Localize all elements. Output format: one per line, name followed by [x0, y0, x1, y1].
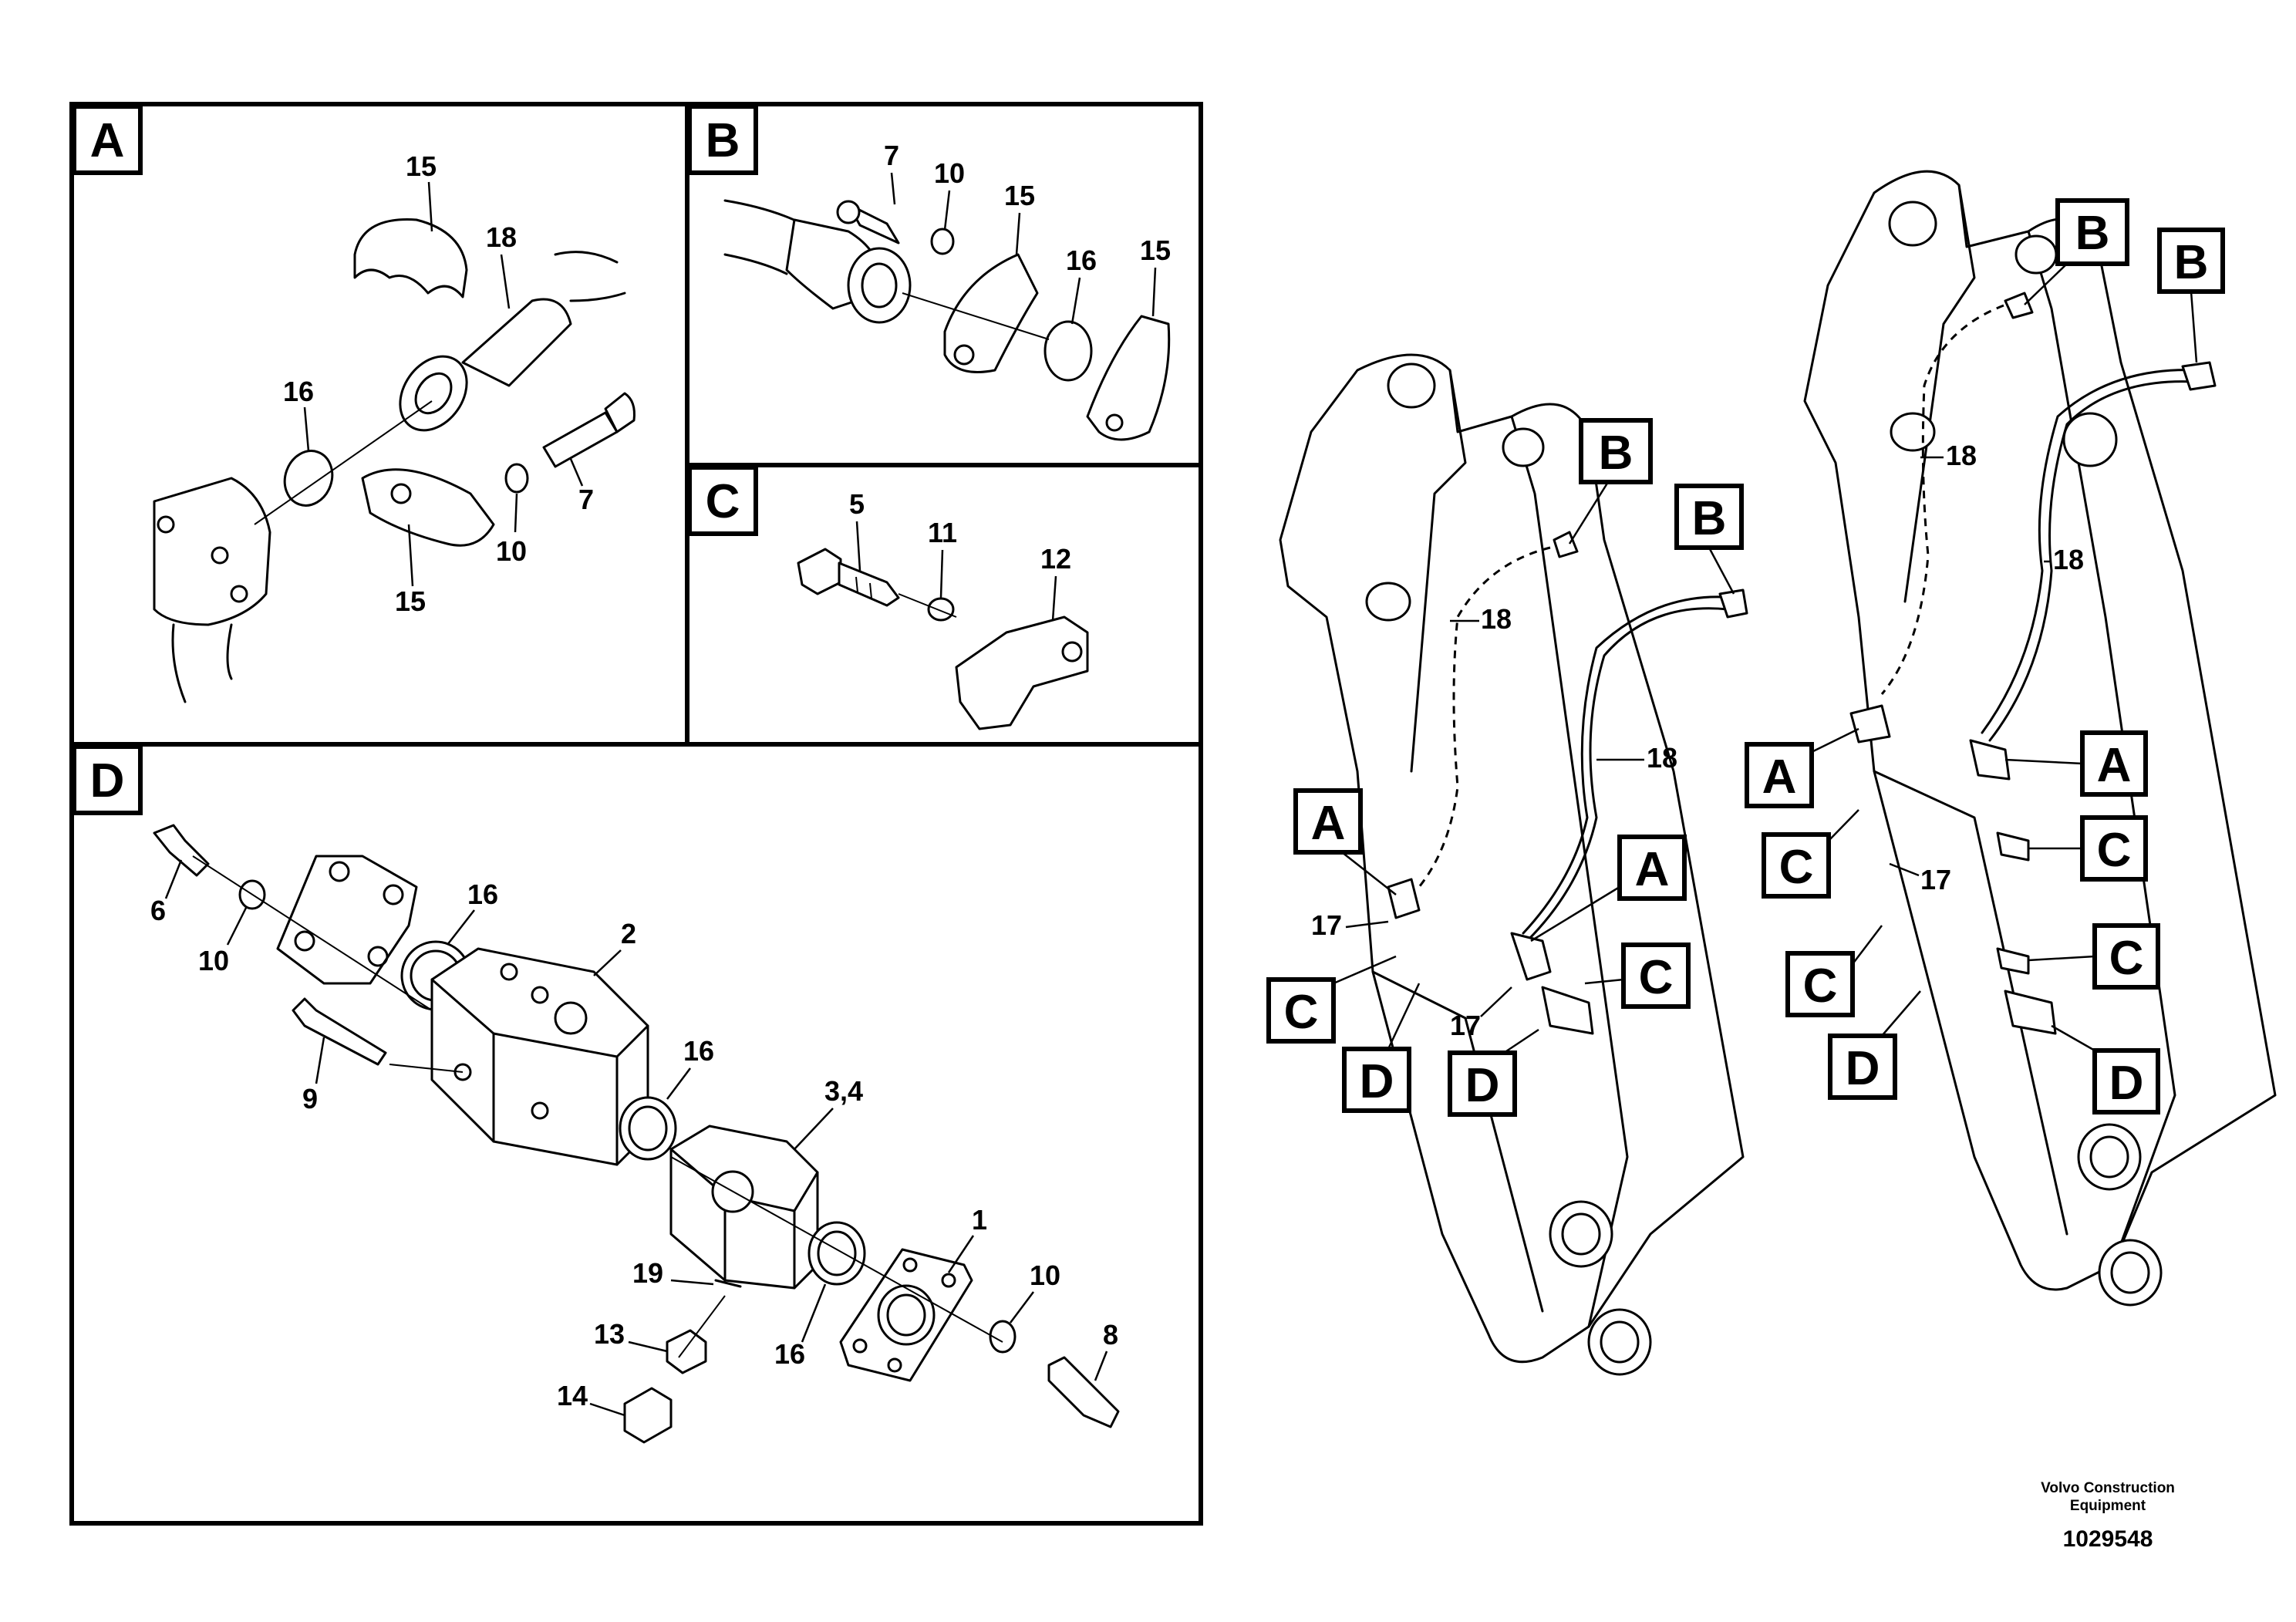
svg-text:D: D [2109, 1057, 2144, 1110]
marker-c-right-3: C [1785, 951, 1855, 1017]
drawing-number: 1029548 [2063, 1526, 2153, 1552]
marker-b-left-2: B [1674, 484, 1744, 550]
marker-b-left-1: B [1579, 418, 1653, 484]
svg-text:B: B [1692, 492, 1727, 545]
callout-a-10: 10 [496, 535, 527, 567]
marker-b-right-2: B [2157, 228, 2225, 294]
svg-text:D: D [90, 754, 125, 808]
brand-line-2: Equipment [2070, 1498, 2146, 1514]
callout-d-1: 1 [972, 1204, 987, 1236]
marker-c-right-2: C [2080, 815, 2148, 882]
callout-right-18-dashed: 18 [1946, 440, 1977, 471]
marker-d-left-1: D [1342, 1047, 1411, 1113]
callout-d-3-4: 3,4 [824, 1075, 863, 1107]
callout-left-17-b: 17 [1450, 1010, 1481, 1041]
marker-a-right-1: A [1745, 742, 1814, 808]
marker-c-left-1: C [1266, 977, 1336, 1044]
callout-b-15-left: 15 [1004, 180, 1035, 211]
svg-text:C: C [706, 475, 740, 528]
panel-a: A 15 18 16 7 10 [72, 104, 636, 703]
marker-c-right-4: C [2092, 923, 2160, 990]
svg-text:B: B [2075, 207, 2110, 260]
callout-left-18-dashed: 18 [1481, 603, 1512, 635]
panel-frames [69, 102, 1203, 1526]
panel-b-label: B [687, 104, 758, 175]
callout-a-7: 7 [578, 484, 594, 515]
marker-c-right-1: C [1762, 832, 1831, 899]
panel-b: B 7 10 15 16 15 [687, 104, 1171, 441]
callout-a-18: 18 [486, 221, 517, 253]
marker-a-right-2: A [2080, 730, 2148, 797]
footer: Volvo Construction Equipment 1029548 [2041, 1480, 2175, 1552]
callout-d-2: 2 [621, 918, 636, 949]
brand-line-1: Volvo Construction [2041, 1480, 2175, 1496]
callout-a-15-top: 15 [406, 150, 437, 182]
svg-text:D: D [1360, 1055, 1394, 1108]
callout-d-19: 19 [632, 1257, 663, 1289]
panel-d: D [72, 744, 1120, 1444]
callout-d-8: 8 [1103, 1319, 1118, 1351]
callout-d-14: 14 [557, 1380, 588, 1411]
svg-text:A: A [1311, 797, 1346, 850]
svg-text:A: A [1635, 843, 1670, 896]
callout-right-17: 17 [1920, 864, 1951, 895]
callout-d-6: 6 [150, 895, 166, 926]
callout-b-15-right: 15 [1140, 234, 1171, 266]
callout-d-9: 9 [302, 1083, 318, 1114]
panel-d-label: D [72, 744, 143, 815]
callout-d-10-bottom: 10 [1030, 1259, 1060, 1291]
callout-d-13: 13 [594, 1318, 625, 1350]
callout-a-16: 16 [283, 376, 314, 407]
callout-left-17-a: 17 [1311, 909, 1342, 941]
svg-text:B: B [706, 114, 740, 167]
boom-right: B B A A C C C [1745, 170, 2277, 1307]
callout-d-16-mid: 16 [683, 1035, 714, 1067]
panel-c-label: C [687, 465, 758, 536]
marker-d-right-1: D [1828, 1034, 1897, 1100]
callout-a-15-bottom: 15 [395, 585, 426, 617]
marker-b-right-1: B [2055, 198, 2129, 266]
svg-text:A: A [90, 114, 125, 167]
marker-a-left-2: A [1617, 835, 1687, 901]
svg-text:B: B [1599, 427, 1633, 480]
callout-right-18-solid: 18 [2053, 544, 2084, 575]
svg-text:C: C [1284, 986, 1319, 1039]
svg-text:C: C [2109, 932, 2144, 985]
svg-text:A: A [2097, 739, 2132, 792]
svg-text:D: D [1465, 1059, 1500, 1112]
callout-c-11: 11 [928, 517, 957, 548]
callout-b-10: 10 [934, 157, 965, 189]
panel-a-label: A [72, 104, 143, 175]
svg-text:A: A [1762, 750, 1797, 804]
svg-text:D: D [1846, 1042, 1880, 1095]
svg-text:C: C [2097, 824, 2132, 877]
panel-c: C 5 11 12 [687, 465, 1089, 730]
callout-b-16: 16 [1066, 244, 1097, 276]
marker-d-right-2: D [2092, 1048, 2160, 1114]
callout-left-18-solid: 18 [1647, 742, 1677, 774]
callout-b-7: 7 [884, 140, 899, 171]
callout-c-12: 12 [1040, 543, 1071, 575]
callout-d-16-top: 16 [467, 878, 498, 910]
callout-d-10-top: 10 [198, 945, 229, 976]
svg-text:C: C [1779, 841, 1814, 894]
svg-text:C: C [1803, 959, 1838, 1013]
marker-d-left-2: D [1448, 1050, 1517, 1117]
callout-c-5: 5 [849, 488, 865, 520]
svg-text:C: C [1639, 951, 1674, 1004]
boom-left: B B A A C C D [1266, 353, 1748, 1376]
callout-d-16-bottom: 16 [774, 1338, 805, 1370]
marker-c-left-2: C [1621, 943, 1691, 1009]
svg-text:B: B [2174, 236, 2209, 289]
marker-a-left-1: A [1293, 788, 1363, 855]
